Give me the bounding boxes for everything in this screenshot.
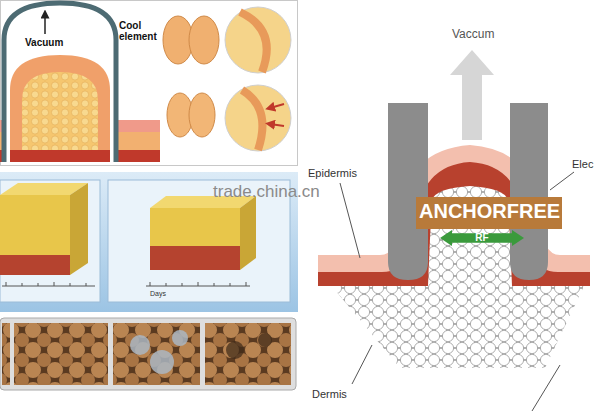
buttock	[189, 16, 219, 64]
node-text: RF	[440, 230, 524, 246]
dermis-layer	[318, 162, 590, 286]
part-label: Elec	[572, 158, 593, 170]
cube-fat	[150, 208, 240, 246]
section-circle	[225, 7, 291, 73]
fat-mound	[22, 72, 98, 162]
ruler-ticks	[6, 282, 86, 286]
panel-frame	[1, 1, 298, 166]
cell-gap	[226, 341, 244, 359]
leader-line	[532, 365, 560, 411]
vacuum-arrow	[450, 50, 494, 140]
red-arrow	[270, 124, 284, 126]
electrode	[388, 103, 428, 280]
leader-line	[550, 172, 574, 190]
cell-bubble	[130, 335, 150, 355]
vacuum-arrow	[44, 14, 46, 34]
red-arrow	[270, 104, 284, 108]
skin-section	[242, 90, 262, 150]
banner	[416, 197, 562, 229]
fat-photo	[14, 323, 108, 385]
ruler-ticks	[150, 282, 246, 286]
part-label: Epidermis	[308, 167, 357, 179]
double-arrow	[440, 230, 524, 246]
cell-bubble	[172, 330, 188, 346]
vacuum-label: Vacuum	[25, 37, 63, 48]
fat-photo	[113, 323, 200, 385]
part-label: Dermis	[312, 388, 347, 400]
buttock	[189, 93, 215, 137]
ruler	[2, 286, 95, 287]
rf-arrow: RF	[440, 230, 524, 246]
cool-element-cup	[4, 3, 116, 162]
cell-gap	[258, 333, 272, 347]
fat-photo	[205, 323, 291, 385]
card	[0, 180, 100, 302]
cube-fat	[0, 195, 70, 255]
section-circle	[225, 85, 291, 151]
skin-mound	[10, 55, 110, 162]
muscle-layer	[0, 150, 160, 162]
buttocks-after	[167, 93, 215, 137]
skin-section	[240, 12, 267, 72]
buttocks-before	[163, 16, 219, 64]
vacuum-label: Vaccum	[452, 28, 494, 41]
cell-bubble	[150, 350, 174, 374]
muscle-layer	[10, 150, 110, 162]
brand-banner: ANCHORFREE	[419, 200, 560, 222]
fat-photo	[2, 323, 10, 385]
cube-side	[70, 183, 88, 275]
cube-side	[240, 196, 256, 270]
photo-strip	[0, 318, 296, 390]
electrode	[510, 103, 548, 280]
watermark: trade.china.cn	[213, 183, 320, 202]
leader-line	[340, 183, 360, 258]
axis-label: Days	[150, 290, 166, 298]
cube-muscle	[150, 246, 240, 270]
cool-element-label: Cool element	[119, 20, 165, 42]
leader-line	[352, 345, 372, 384]
cube-muscle	[0, 255, 70, 275]
